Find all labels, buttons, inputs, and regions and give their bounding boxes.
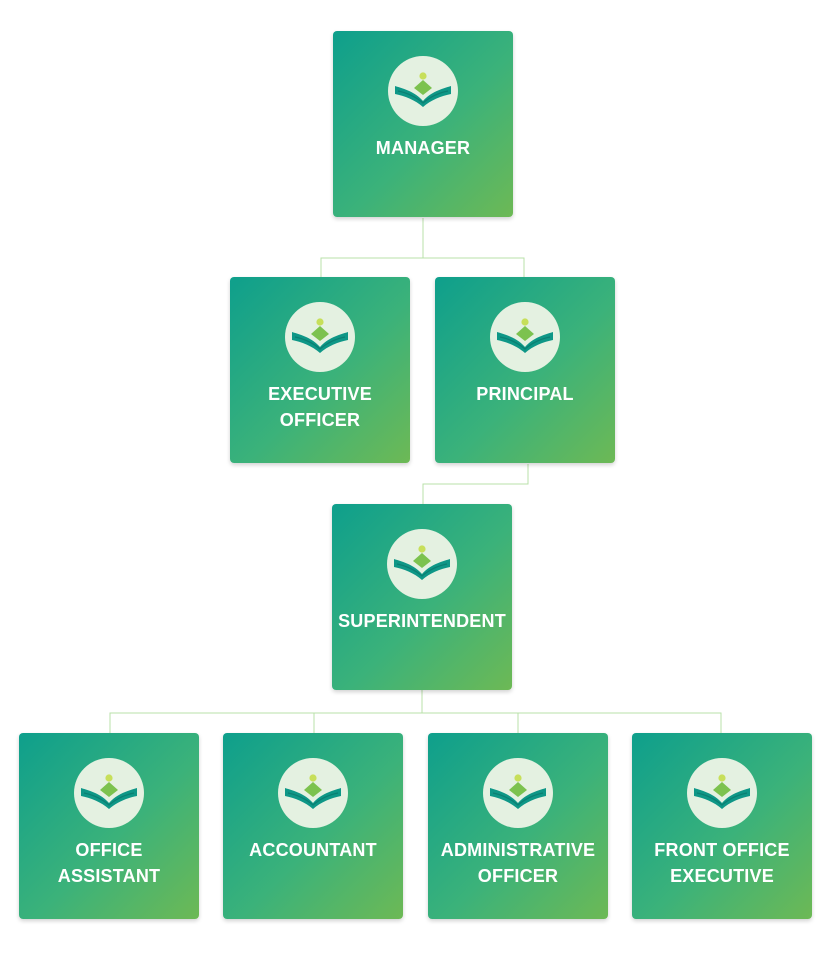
node-superintendent[interactable]: SUPERINTENDENT xyxy=(332,504,512,690)
node-label: EXECUTIVE OFFICER xyxy=(234,381,406,433)
logo-badge xyxy=(285,302,355,372)
label-line: OFFICER xyxy=(477,866,559,886)
label-line: ADMINISTRATIVE xyxy=(440,840,596,860)
logo-badge xyxy=(490,302,560,372)
node-front-office-executive[interactable]: FRONT OFFICE EXECUTIVE xyxy=(632,733,812,919)
open-book-icon xyxy=(285,774,341,809)
logo-badge xyxy=(483,758,553,828)
open-book-icon xyxy=(694,774,750,809)
node-principal[interactable]: PRINCIPAL xyxy=(435,277,615,463)
label-line: PRINCIPAL xyxy=(476,384,574,404)
node-label: PRINCIPAL xyxy=(439,381,611,407)
node-label: SUPERINTENDENT xyxy=(336,608,508,634)
node-label: MANAGER xyxy=(337,135,509,161)
label-line: EXECUTIVE xyxy=(670,866,774,886)
logo-badge xyxy=(687,758,757,828)
node-label: FRONT OFFICE EXECUTIVE xyxy=(636,837,808,889)
node-label: ACCOUNTANT xyxy=(227,837,399,863)
open-book-icon xyxy=(497,318,553,353)
label-line: FRONT OFFICE xyxy=(654,840,790,860)
label-line: MANAGER xyxy=(375,138,471,158)
node-label: OFFICE ASSISTANT xyxy=(23,837,195,889)
label-line: SUPERINTENDENT xyxy=(338,611,506,631)
node-label: ADMINISTRATIVE OFFICER xyxy=(432,837,604,889)
label-line: ACCOUNTANT xyxy=(249,840,377,860)
connector-manager-to-executive-officer xyxy=(320,218,424,277)
connector-superintendent-to-administrative-officer xyxy=(422,712,519,733)
connector-principal-to-superintendent xyxy=(422,464,529,504)
open-book-icon xyxy=(490,774,546,809)
label-line: OFFICER xyxy=(279,410,361,430)
node-accountant[interactable]: ACCOUNTANT xyxy=(223,733,403,919)
logo-badge xyxy=(388,56,458,126)
open-book-icon xyxy=(292,318,348,353)
node-executive-officer[interactable]: EXECUTIVE OFFICER xyxy=(230,277,410,463)
connector-superintendent-to-front-office-executive xyxy=(518,712,722,733)
logo-badge xyxy=(387,529,457,599)
node-office-assistant[interactable]: OFFICE ASSISTANT xyxy=(19,733,199,919)
label-line: ASSISTANT xyxy=(57,866,161,886)
logo-badge xyxy=(278,758,348,828)
node-manager[interactable]: MANAGER xyxy=(333,31,513,217)
node-administrative-officer[interactable]: ADMINISTRATIVE OFFICER xyxy=(428,733,608,919)
label-line: EXECUTIVE xyxy=(268,384,372,404)
open-book-icon xyxy=(81,774,137,809)
connector-superintendent-to-office-assistant xyxy=(109,690,423,733)
open-book-icon xyxy=(395,72,451,107)
logo-badge xyxy=(74,758,144,828)
open-book-icon xyxy=(394,545,450,580)
connector-manager-to-principal xyxy=(423,257,525,277)
label-line: OFFICE xyxy=(75,840,143,860)
